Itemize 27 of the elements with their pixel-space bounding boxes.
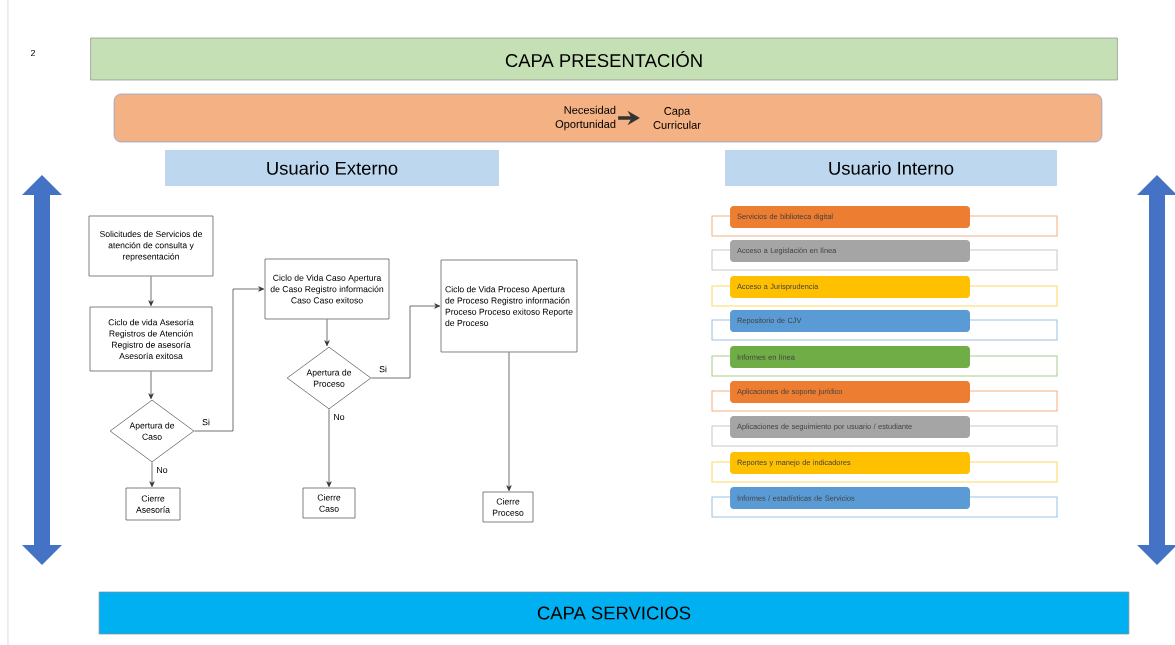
arrow	[149, 462, 155, 488]
band-text: Necesidad Oportunidad	[555, 105, 616, 131]
arrow	[324, 319, 330, 347]
process-box: Cierre Asesoría	[125, 487, 181, 521]
arrow	[371, 303, 441, 379]
process-box: Cierre Proceso	[482, 491, 534, 523]
arrow	[194, 286, 265, 432]
arrow	[326, 409, 332, 488]
layer-bar: CAPA PRESENTACIÓN	[90, 37, 1118, 81]
process-box: Solicitudes de Servicios de atención de consulta y representación	[88, 215, 214, 277]
edge-label: Si	[201, 417, 211, 427]
layer-bar: CAPA SERVICIOS	[98, 591, 1130, 635]
band	[113, 93, 1103, 143]
page-number: 2	[31, 49, 35, 57]
arrow	[148, 371, 154, 400]
arrow	[506, 352, 512, 492]
process-box: Ciclo de Vida Proceso Apertura de Proceso Registro información Proceso Proceso exitoso Reporte de Proceso	[440, 259, 578, 353]
band-text: Capa Curricular	[653, 107, 701, 129]
edge-label: No	[332, 413, 346, 421]
process-box: Ciclo de Vida Caso Apertura de Caso Registro información Caso Caso exitoso	[264, 258, 390, 320]
process-box: Cierre Caso	[302, 487, 356, 519]
section-header: Usuario Externo	[165, 150, 499, 186]
process-box: Ciclo de vida Asesoría Registros de Atención Registro de asesoría Asesoría exitosa	[89, 306, 213, 372]
section-header: Usuario Interno	[725, 150, 1057, 186]
arrow	[148, 276, 154, 307]
edge-label: Si	[378, 364, 388, 374]
edge-label: No	[155, 466, 169, 474]
